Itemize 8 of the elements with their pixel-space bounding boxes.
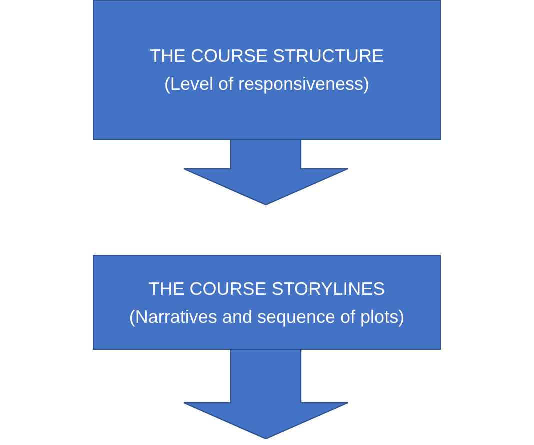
box-title: THE COURSE STRUCTURE [150,45,384,68]
block-arrow [183,348,349,440]
process-box [93,255,441,350]
box-subtitle: (Level of responsiveness) [164,73,370,96]
process-box [93,0,441,140]
box-subtitle: (Narratives and sequence of plots) [129,306,405,329]
block-arrow [183,138,349,206]
box-title: THE COURSE STORYLINES [148,278,386,300]
